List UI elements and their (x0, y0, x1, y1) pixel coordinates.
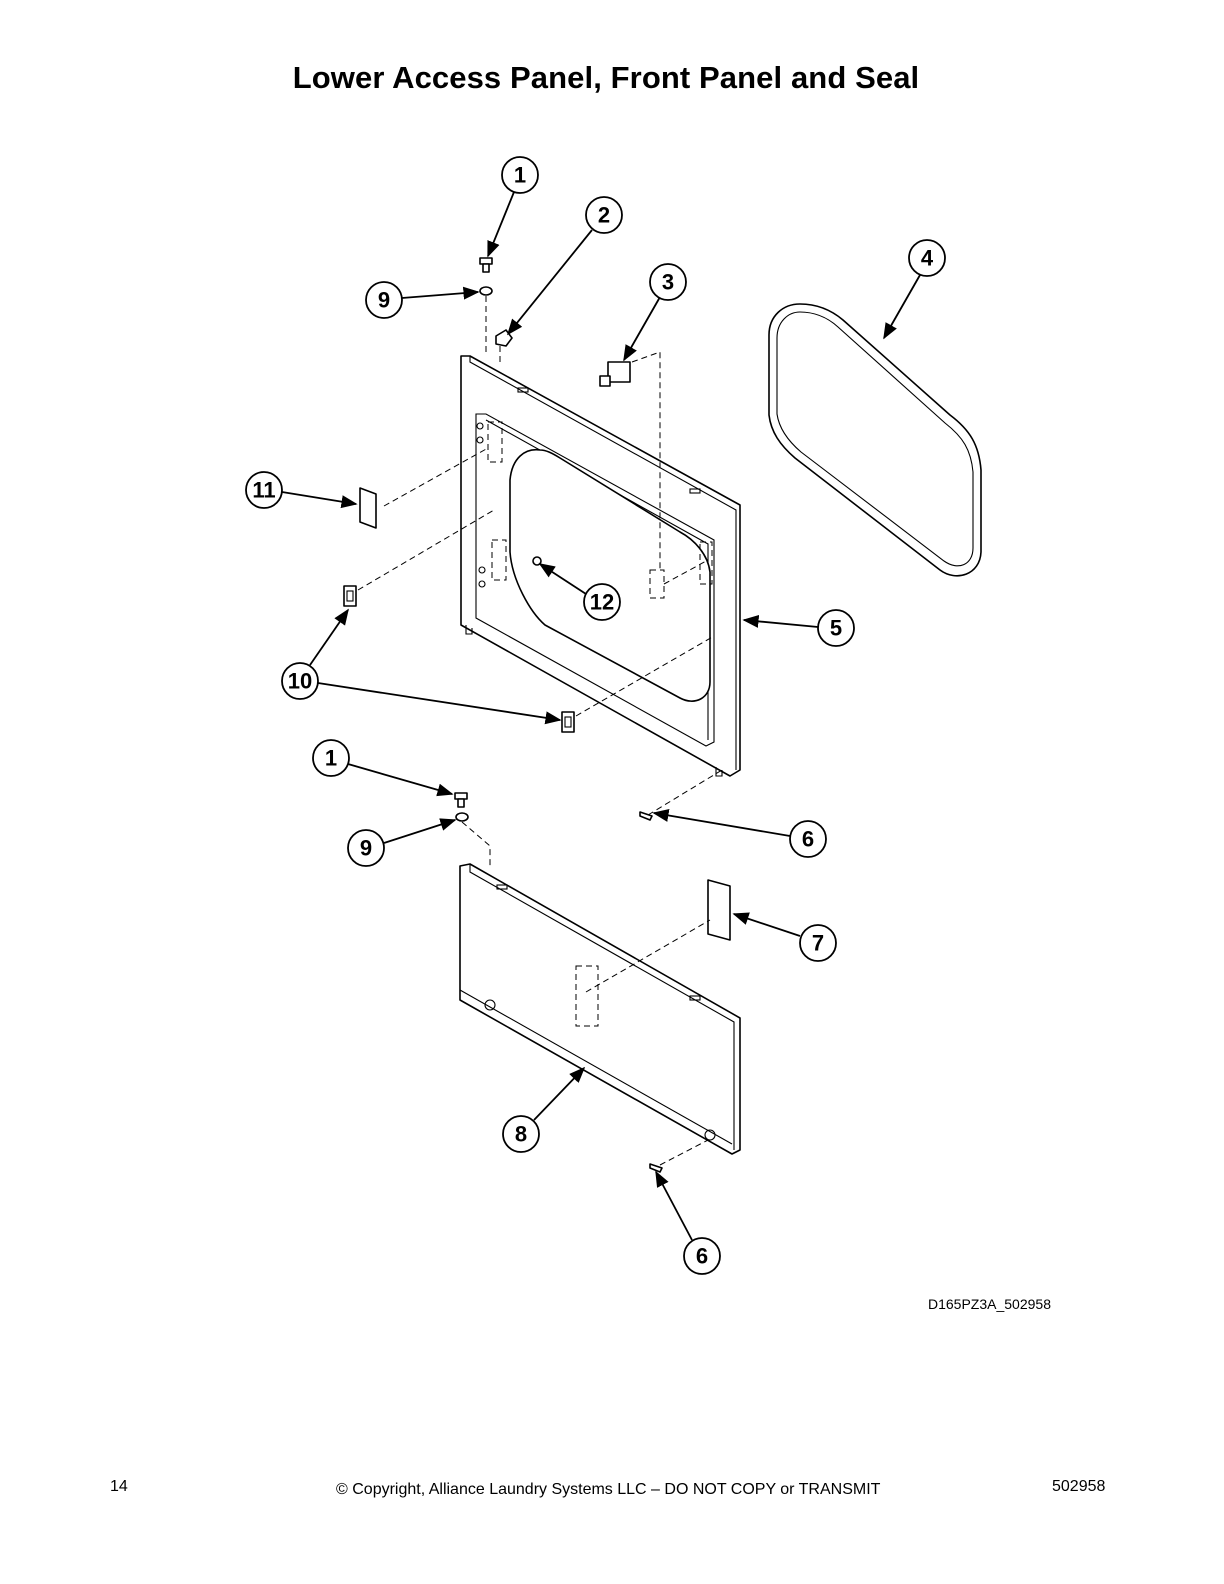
callout-7-label: 7 (812, 931, 824, 956)
callout-7: 7 (799, 924, 837, 962)
copyright-notice: © Copyright, Alliance Laundry Systems LL… (336, 1481, 881, 1498)
door-seal (768, 303, 982, 577)
callout-6-lower: 6 (683, 1237, 721, 1275)
page-title: Lower Access Panel, Front Panel and Seal (292, 60, 920, 95)
clip-part-10-upper (343, 585, 357, 607)
callout-11: 11 (245, 471, 283, 509)
callout-8-label: 8 (515, 1122, 527, 1147)
page-number: 14 (110, 1478, 128, 1495)
callout-6-upper-label: 6 (802, 827, 814, 852)
callout-3: 3 (649, 263, 687, 301)
washer-top (479, 286, 493, 296)
callout-9-lower-label: 9 (360, 836, 372, 861)
callout-1-top-label: 1 (514, 163, 526, 188)
callout-5-label: 5 (830, 616, 842, 641)
callout-9-top-label: 9 (378, 288, 390, 313)
drawing-id: D165PZ3A_502958 (928, 1296, 1051, 1312)
label-part-7 (707, 879, 731, 941)
callout-4: 4 (908, 239, 946, 277)
screw-top (479, 257, 493, 273)
clip-part-10-lower (561, 711, 575, 733)
callout-8: 8 (502, 1115, 540, 1153)
assembly-lines (357, 296, 723, 1166)
callout-10-label: 10 (288, 669, 312, 694)
label-part-11 (359, 487, 377, 529)
callout-12-label: 12 (590, 590, 614, 615)
callout-9-top: 9 (365, 281, 403, 319)
callout-2: 2 (585, 196, 623, 234)
callout-1-lower: 1 (312, 739, 350, 777)
washer-lower (455, 812, 469, 822)
callout-5: 5 (817, 609, 855, 647)
plug-part-12 (532, 556, 542, 566)
callout-3-label: 3 (662, 270, 674, 295)
callout-6-upper: 6 (789, 820, 827, 858)
leader-lines (281, 191, 921, 1241)
callout-9-lower: 9 (347, 829, 385, 867)
callout-1-lower-label: 1 (325, 746, 337, 771)
document-number: 502958 (1052, 1478, 1106, 1495)
callout-6-lower-label: 6 (696, 1244, 708, 1269)
lower-access-panel (459, 863, 741, 1155)
screw-lower (454, 792, 468, 808)
callout-12: 12 (583, 583, 621, 621)
callout-2-label: 2 (598, 203, 610, 228)
front-panel (460, 355, 741, 777)
callout-4-label: 4 (921, 246, 934, 271)
callout-1-top: 1 (501, 156, 539, 194)
callout-11-label: 11 (252, 478, 275, 503)
switch-part-3 (599, 361, 631, 387)
callout-10: 10 (281, 662, 319, 700)
